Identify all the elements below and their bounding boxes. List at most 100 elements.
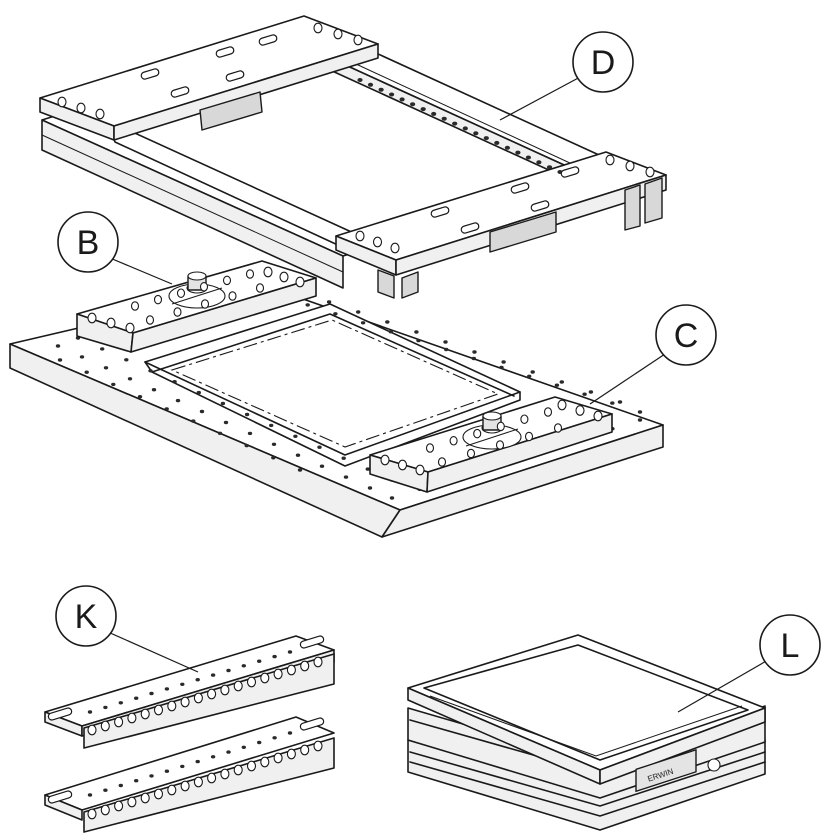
clamp-bolt xyxy=(524,431,534,442)
rail-hole xyxy=(241,745,246,749)
rail-hole xyxy=(536,160,542,165)
rail-bore xyxy=(127,712,137,724)
frame-bolt xyxy=(333,28,343,40)
frame-d xyxy=(39,15,667,299)
frame-bolt xyxy=(355,230,365,242)
rail-hole xyxy=(441,116,447,121)
plate-hole xyxy=(191,419,196,423)
rail-bore xyxy=(153,704,164,716)
clamp-bolt xyxy=(543,407,553,417)
rail-hole xyxy=(257,659,262,663)
clamp-bolt xyxy=(106,317,116,329)
rail-hole xyxy=(103,788,108,792)
rail-bore xyxy=(167,784,177,796)
rail-bore xyxy=(300,744,310,756)
frame-slot xyxy=(510,182,530,194)
clamp-bolt xyxy=(228,291,237,301)
clamp-bolt xyxy=(466,448,476,459)
clamp-bolt xyxy=(520,414,529,424)
plate-hole xyxy=(637,418,643,422)
plate-hole xyxy=(588,390,594,394)
frame-slot xyxy=(430,206,450,218)
rail-bore xyxy=(220,684,230,696)
rail-bore xyxy=(220,768,230,780)
callout-c: C xyxy=(589,304,717,405)
clamp-bolt xyxy=(200,299,210,309)
plate-hole xyxy=(472,350,477,354)
rail-hole xyxy=(226,668,231,673)
rail-hole xyxy=(257,740,262,745)
callout-l-label: L xyxy=(781,627,800,665)
clamp-bolt xyxy=(245,269,255,279)
clamp-bolt xyxy=(125,322,135,334)
rail-bore xyxy=(100,804,110,816)
plate-hole xyxy=(444,347,449,352)
rail-bore xyxy=(207,688,217,700)
frame-bolt xyxy=(353,34,363,46)
rail-hole xyxy=(164,769,170,773)
rail-hole xyxy=(103,705,108,710)
clamp-bolt xyxy=(130,301,140,311)
frame-slot xyxy=(530,200,550,212)
plate-hole xyxy=(111,382,116,387)
clamp-bolt xyxy=(176,288,186,298)
plate-hole xyxy=(530,370,535,374)
rail-hole xyxy=(134,696,139,700)
plate-hole xyxy=(527,374,532,378)
frame-bolt xyxy=(76,102,86,114)
rail-hole xyxy=(287,731,293,735)
clamp-bolt xyxy=(437,457,447,467)
plate-hole xyxy=(559,380,564,384)
plate-hole xyxy=(79,355,85,359)
clamp-bolt xyxy=(425,443,435,453)
plate-hole xyxy=(172,380,177,384)
plate-hole xyxy=(416,338,421,343)
plate-hole xyxy=(127,377,133,381)
clamp-bolt xyxy=(255,283,265,293)
rail-hole xyxy=(357,78,363,82)
rail-hole xyxy=(515,150,521,155)
plate-hole xyxy=(293,434,298,438)
plate-hole xyxy=(610,401,615,405)
clamp-bolt xyxy=(279,271,289,283)
plate-hole xyxy=(317,445,322,449)
frame-bolt xyxy=(625,160,635,172)
plate-hole xyxy=(326,300,332,304)
plate-hole xyxy=(501,360,506,364)
callout-d-label: D xyxy=(591,44,616,82)
rail-bore xyxy=(87,724,97,736)
frame-bolt xyxy=(645,166,655,178)
plate-hole xyxy=(244,443,249,448)
rail-bore xyxy=(140,792,150,804)
frame-bolt xyxy=(605,154,615,166)
clamp-bolt xyxy=(173,307,182,317)
plate-hole xyxy=(365,467,370,471)
rail-slot xyxy=(299,717,325,731)
rail-hole xyxy=(367,82,374,87)
callout-k: K xyxy=(55,585,199,673)
rail-hole xyxy=(431,111,437,116)
plate-hole xyxy=(554,383,560,387)
clamp-bolt xyxy=(449,436,458,446)
clamp-bolt xyxy=(495,440,505,450)
plate-hole xyxy=(388,330,393,334)
rail-hole xyxy=(462,126,468,131)
rail-bore xyxy=(313,656,323,668)
clamp-module-c-details xyxy=(380,399,603,476)
plate-hole xyxy=(269,423,274,428)
rail-hole xyxy=(241,664,246,668)
clamp-bolt xyxy=(199,282,209,292)
rail-bore xyxy=(114,800,124,812)
rail-hole xyxy=(452,121,458,126)
rail-hole xyxy=(378,87,384,92)
rail-set-k-details xyxy=(47,635,325,820)
clamp-bolt xyxy=(397,459,408,471)
rail-hole xyxy=(272,654,277,659)
plate-hole xyxy=(356,310,361,314)
plate-hole xyxy=(57,358,63,362)
rail-hole xyxy=(195,759,200,764)
plate-hole xyxy=(247,431,253,436)
plate-hole xyxy=(385,320,390,324)
frame-slot xyxy=(140,68,160,80)
rail-bore xyxy=(87,808,97,820)
